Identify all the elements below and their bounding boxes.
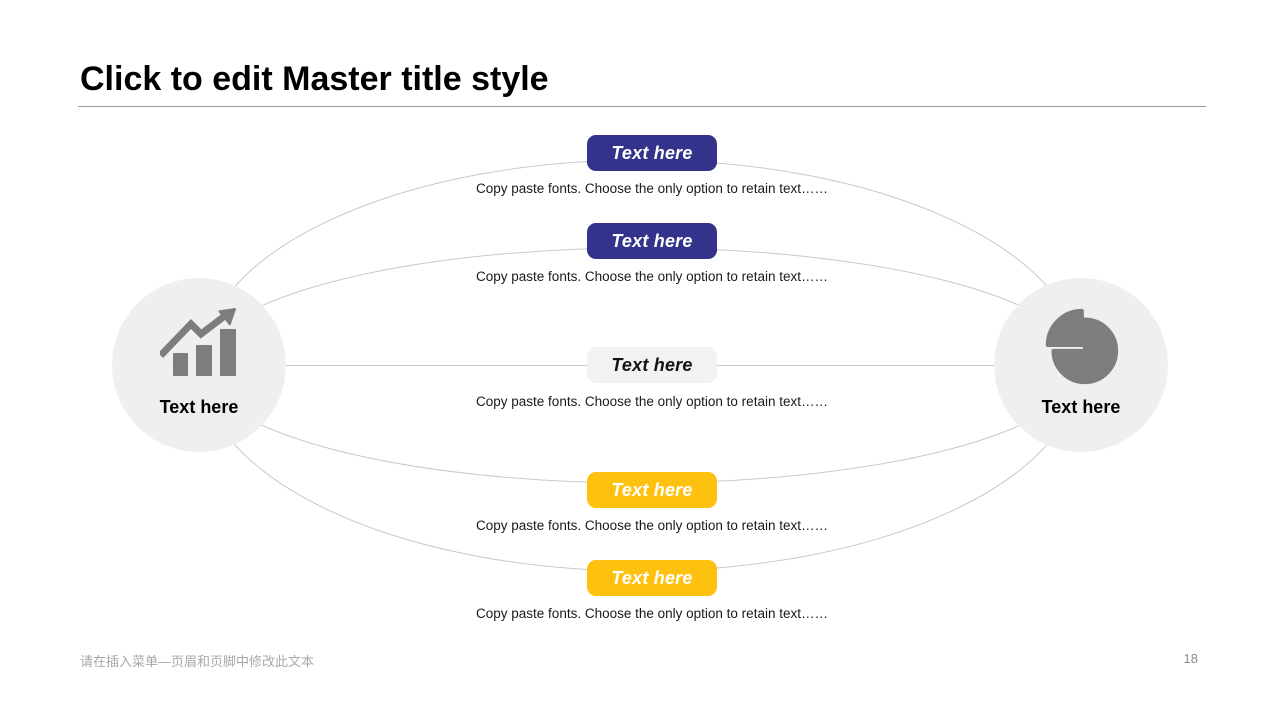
title-divider: [78, 106, 1206, 107]
page-number: 18: [1183, 651, 1198, 666]
item-caption-4: Copy paste fonts. Choose the only option…: [476, 518, 828, 533]
text-badge-2[interactable]: Text here: [587, 223, 717, 259]
pie-chart-icon: [1045, 308, 1119, 385]
item-caption-5: Copy paste fonts. Choose the only option…: [476, 606, 828, 621]
item-caption-3: Copy paste fonts. Choose the only option…: [476, 394, 828, 409]
left-node-circle[interactable]: Text here: [112, 278, 286, 452]
right-node-circle[interactable]: Text here: [994, 278, 1168, 452]
left-node-label: Text here: [159, 397, 239, 417]
item-caption-1: Copy paste fonts. Choose the only option…: [476, 181, 828, 196]
right-node-label: Text here: [1041, 397, 1121, 417]
text-badge-5[interactable]: Text here: [587, 560, 717, 596]
text-badge-3[interactable]: Text here: [587, 347, 717, 383]
text-badge-4[interactable]: Text here: [587, 472, 717, 508]
slide-title: Click to edit Master title style: [80, 60, 549, 98]
bar-chart-growth-icon: [160, 308, 236, 376]
footer-note: 请在插入菜单—页眉和页脚中修改此文本: [80, 654, 315, 669]
item-caption-2: Copy paste fonts. Choose the only option…: [476, 269, 828, 284]
text-badge-1[interactable]: Text here: [587, 135, 717, 171]
